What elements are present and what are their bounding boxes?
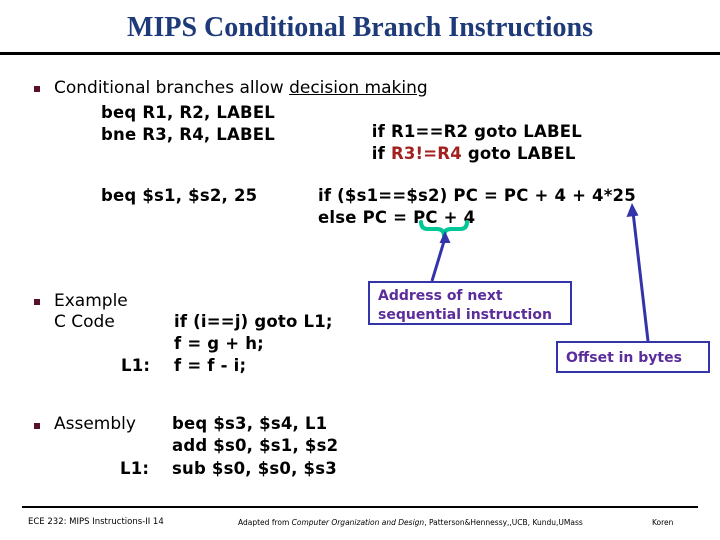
branch-instruction-0: beq R1, R2, LABEL <box>101 103 275 122</box>
bullet-marker-2 <box>34 299 40 305</box>
footer-credit-post: , Patterson&Hennessy,,UCB, Kundu,UMass <box>424 518 583 527</box>
example-branch-meaning-line1: if ($s1==$s2) PC = PC + 4 + 4*25 <box>318 186 636 205</box>
example-branch-meaning-line2: else PC = PC + 4 <box>318 208 476 227</box>
c-code-line-0: if (i==j) goto L1; <box>174 312 333 331</box>
footer-left: ECE 232: MIPS Instructions-II 14 <box>28 517 164 527</box>
bullet-2-text-line2: C Code <box>54 312 115 332</box>
branch-instruction-1: bne R3, R4, LABEL <box>101 125 275 144</box>
c-code-label-2: L1: <box>121 356 151 375</box>
example-branch-instruction: beq $s1, $s2, 25 <box>101 186 258 205</box>
footer-divider <box>22 506 698 508</box>
branch-meaning-1-post: goto LABEL <box>461 144 576 163</box>
callout-offset-in-bytes: Offset in bytes <box>556 341 710 373</box>
callout-address-line2: sequential instruction <box>378 307 552 323</box>
arrow-head-address-of-next <box>439 231 451 243</box>
bullet-marker-1 <box>34 86 40 92</box>
asm-code-line-2: sub $s0, $s0, $s3 <box>172 459 337 478</box>
bullet-1-label: Conditional branches allow <box>54 78 290 98</box>
branch-meaning-1-cond: R3!=R4 <box>390 144 462 163</box>
callout-address-line1: Address of next <box>378 288 503 304</box>
branch-meaning-0-post: goto LABEL <box>468 122 582 141</box>
footer-credit: Adapted from Computer Organization and D… <box>238 518 583 527</box>
arrow-line-address-of-next <box>430 237 447 282</box>
branch-meaning-1-pre: if <box>371 144 391 163</box>
branch-meaning-0-pre: if <box>371 122 391 141</box>
asm-code-label-2: L1: <box>120 459 150 478</box>
asm-code-line-1: add $s0, $s1, $s2 <box>172 436 339 455</box>
callout-address-of-next: Address of next sequential instruction <box>368 281 572 325</box>
footer-credit-pre: Adapted from <box>238 518 292 527</box>
bullet-2-text-line1: Example <box>54 291 128 311</box>
branch-meaning-0: if R1==R2 goto LABEL <box>348 103 582 160</box>
arrow-head-offset-in-bytes <box>626 203 639 217</box>
bullet-1-emphasis: decision making <box>289 78 428 98</box>
branch-meaning-1: if R3!=R4 goto LABEL <box>348 125 576 182</box>
asm-code-line-0: beq $s3, $s4, L1 <box>172 414 328 433</box>
branch-meaning-0-cond: R1==R2 <box>390 122 469 141</box>
c-code-line-1: f = g + h; <box>174 334 264 353</box>
c-code-line-2: f = f - i; <box>174 356 247 375</box>
bullet-1-text: Conditional branches allow decision maki… <box>54 78 428 98</box>
bullet-3-text: Assembly <box>54 414 136 434</box>
page-title: MIPS Conditional Branch Instructions <box>127 12 593 43</box>
footer-credit-book: Computer Organization and Design <box>291 518 425 527</box>
arrow-line-offset-in-bytes <box>631 211 650 342</box>
callout-offset-line1: Offset in bytes <box>566 350 682 366</box>
title-divider <box>0 52 720 55</box>
bullet-marker-3 <box>34 423 40 429</box>
footer-right: Koren <box>652 518 674 527</box>
